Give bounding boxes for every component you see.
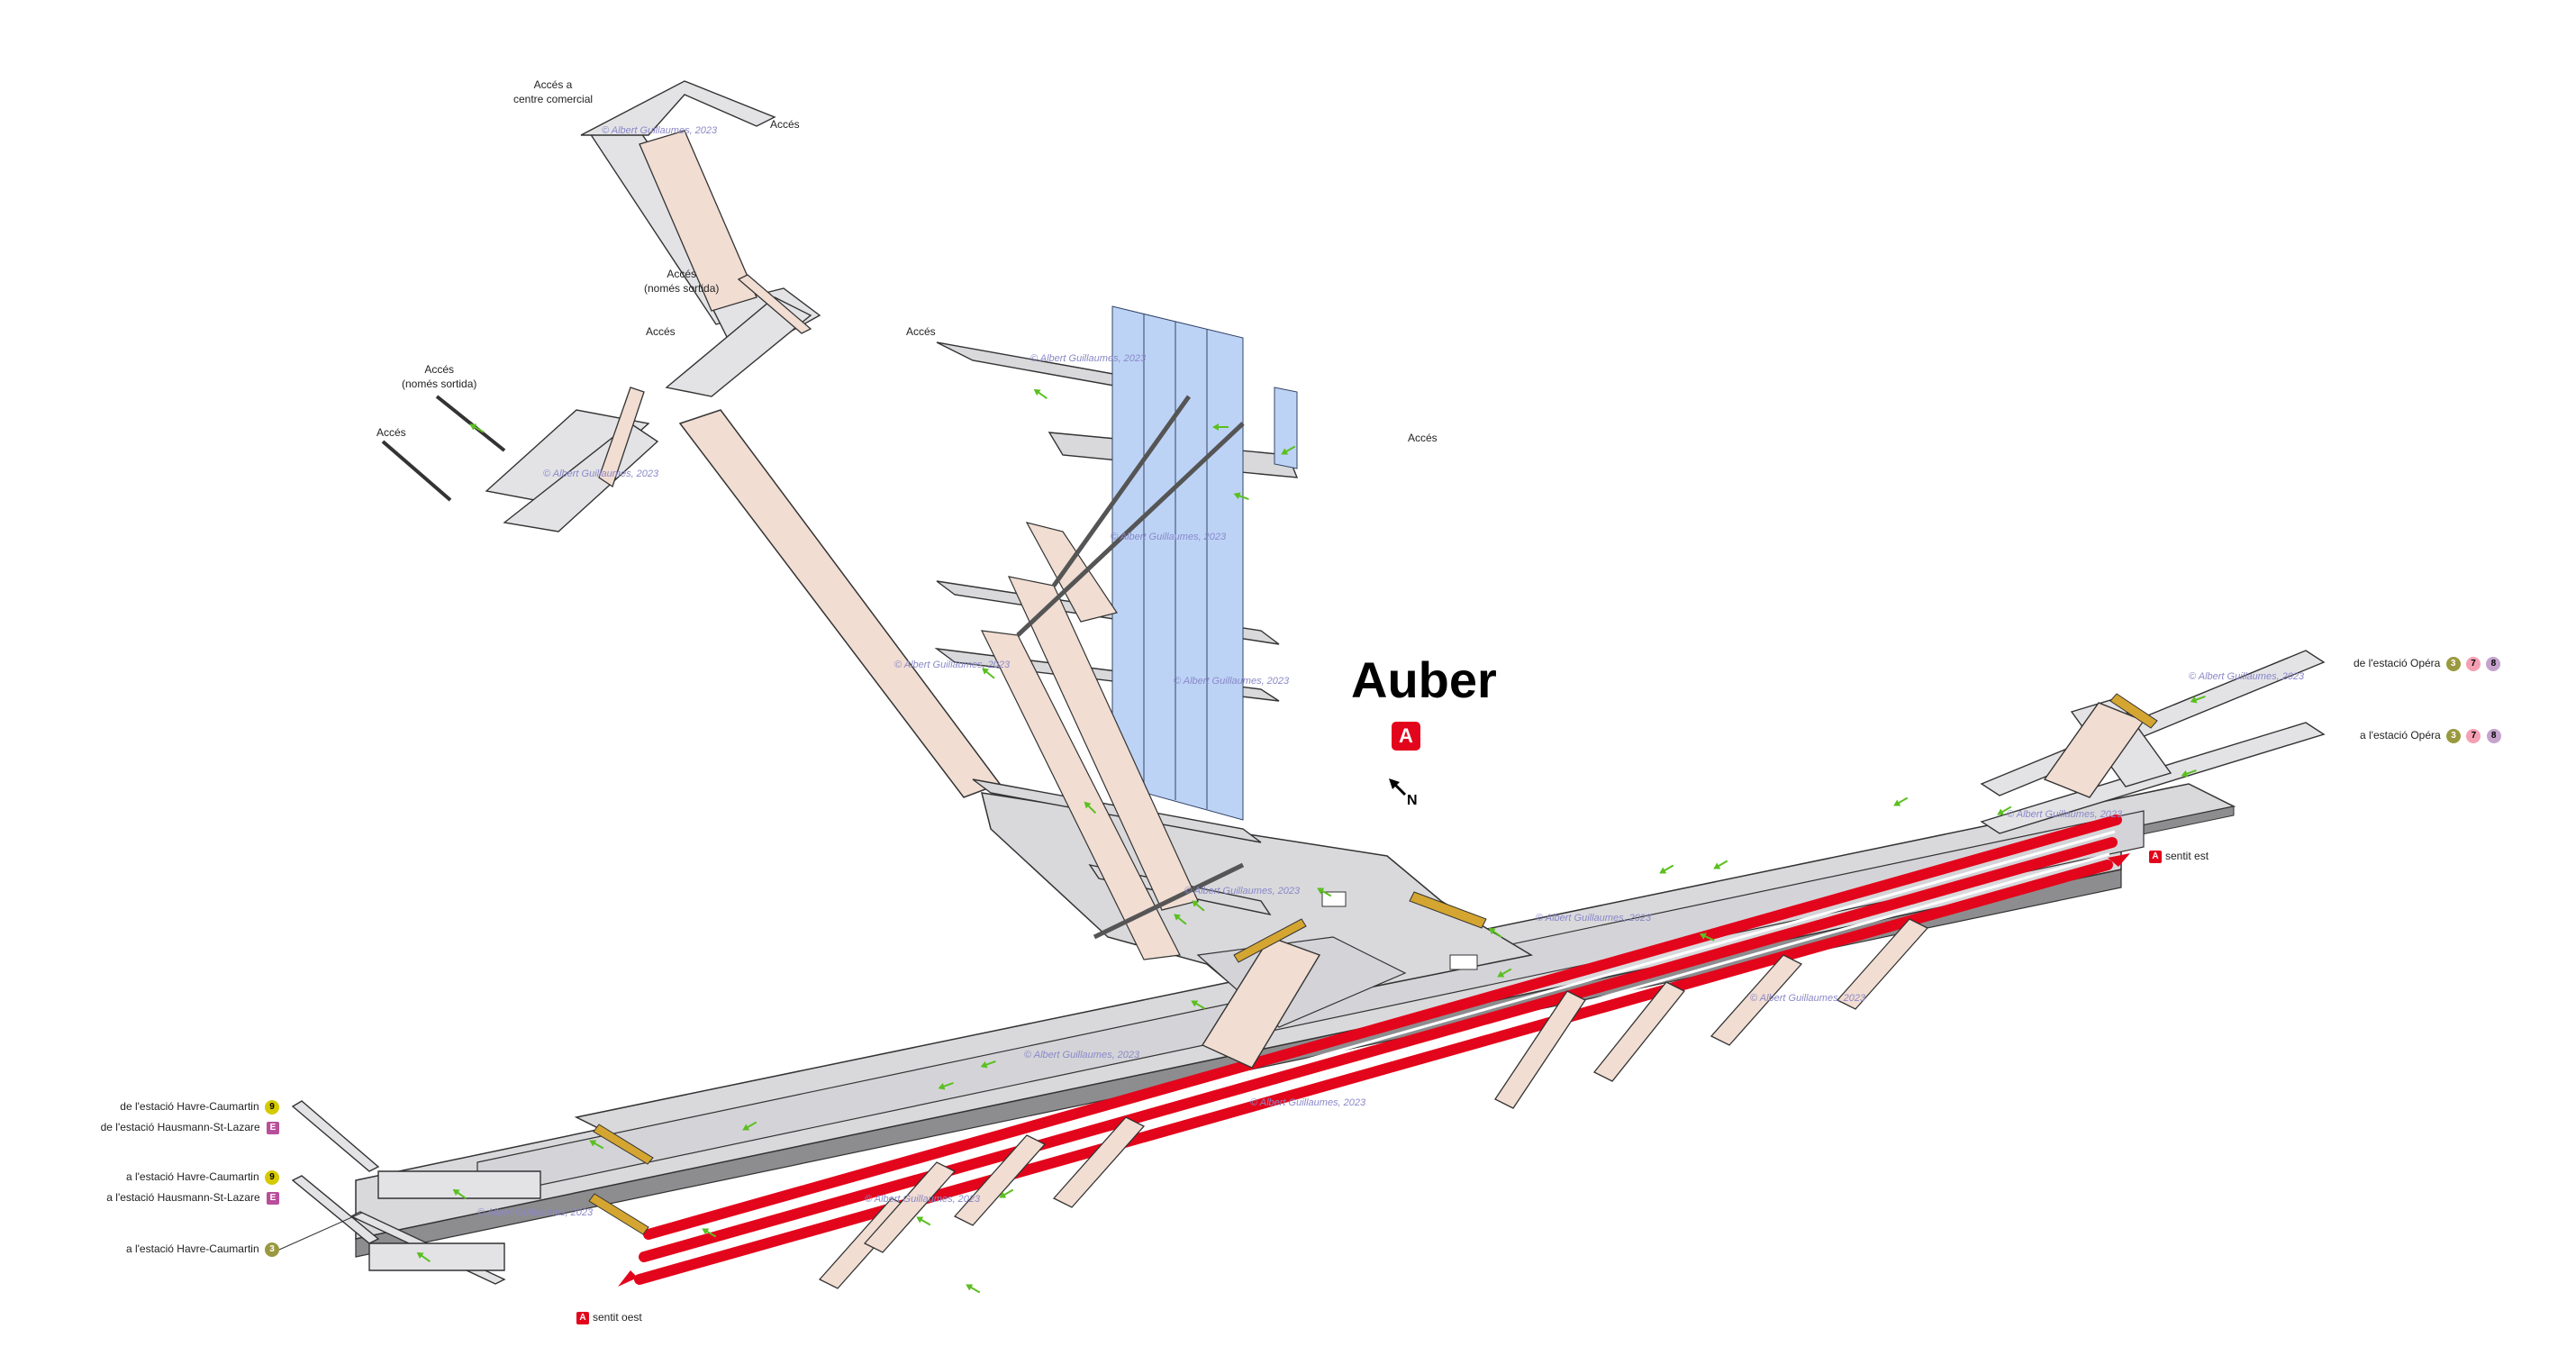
metro-8-badge: 8 [2486, 728, 2501, 743]
metro-3-badge: 3 [2445, 656, 2461, 671]
connection-havre-to-text: a l'estació Havre-Caumartin [125, 1170, 259, 1183]
gate-markers [588, 693, 2158, 1235]
left-access-edges [381, 395, 506, 502]
mezzanine-ramp [1201, 936, 1321, 1069]
watermark: © Albert Guillaumes, 2023 [865, 1194, 981, 1205]
rer-a-small-badge: A [576, 1311, 589, 1324]
watermark: © Albert Guillaumes, 2023 [1111, 532, 1227, 542]
metro-3-badge: 3 [2446, 728, 2462, 743]
tower-rails [1016, 395, 1245, 940]
north-label: N [1407, 793, 1418, 808]
watermark: © Albert Guillaumes, 2023 [1750, 993, 1866, 1004]
label-acces-sortida-2: Accés (només sortida) [402, 363, 477, 390]
watermark: © Albert Guillaumes, 2023 [477, 1207, 594, 1218]
label-acces-centre-comercial: Accés a centre comercial [513, 78, 594, 105]
rer-e-badge: E [267, 1121, 279, 1134]
connections-from-left: de l'estació Havre-Caumartin 9 de l'esta… [63, 1099, 279, 1134]
label-acces-sortida-1: Accés (només sortida) [644, 268, 720, 295]
metro-7-badge: 7 [2466, 656, 2481, 671]
metro-8-badge: 8 [2486, 656, 2501, 671]
connection-havre-to-3: a l'estació Havre-Caumartin 3 [63, 1242, 279, 1257]
watermark: © Albert Guillaumes, 2023 [1184, 886, 1301, 896]
metro-9-badge: 9 [265, 1169, 279, 1185]
rer-a-small-badge: A [2149, 850, 2162, 863]
watermark: © Albert Guillaumes, 2023 [1024, 1050, 1140, 1060]
watermark: © Albert Guillaumes, 2023 [894, 660, 1011, 670]
watermark: © Albert Guillaumes, 2023 [543, 469, 659, 479]
label-acces-left: Accés [376, 426, 406, 439]
connection-opera-from-text: de l'estació Opéra [2354, 657, 2441, 669]
rer-e-badge: E [267, 1191, 279, 1205]
metro-7-badge: 7 [2466, 728, 2481, 743]
lift-shaft [1111, 305, 1298, 821]
tower-stairs [980, 522, 1199, 960]
connections-to-left: a l'estació Havre-Caumartin 9 a l'estaci… [63, 1169, 279, 1205]
north-arrow-icon [1389, 778, 1407, 796]
direction-east-text: sentit est [2165, 850, 2209, 862]
watermark: © Albert Guillaumes, 2023 [1030, 353, 1147, 364]
watermark: © Albert Guillaumes, 2023 [1174, 676, 1290, 687]
left-access-stairs [598, 130, 812, 488]
rer-a-badge: A [1392, 722, 1420, 751]
connection-havre-from-text: de l'estació Havre-Caumartin [120, 1100, 259, 1113]
watermark: © Albert Guillaumes, 2023 [1536, 913, 1652, 924]
watermark: © Albert Guillaumes, 2023 [602, 125, 718, 136]
label-acces-centerleft: Accés [906, 325, 936, 338]
metro-3-badge: 3 [265, 1242, 279, 1257]
connection-opera-to: a l'estació Opéra 3 7 8 [2360, 728, 2501, 743]
connection-hausmann-from-text: de l'estació Hausmann-St-Lazare [100, 1120, 260, 1133]
connection-havre-to-3-text: a l'estació Havre-Caumartin [125, 1242, 259, 1255]
direction-west-text: sentit oest [593, 1311, 642, 1324]
connection-hausmann-to-text: a l'estació Hausmann-St-Lazare [106, 1190, 260, 1204]
watermark: © Albert Guillaumes, 2023 [2007, 809, 2123, 820]
watermark: © Albert Guillaumes, 2023 [2189, 671, 2305, 682]
station-title: Auber [1351, 651, 1497, 708]
label-acces-top: Accés [770, 118, 800, 131]
left-corridors [291, 1100, 541, 1285]
connection-opera-to-text: a l'estació Opéra [2360, 729, 2441, 742]
watermark: © Albert Guillaumes, 2023 [1250, 1097, 1366, 1108]
metro-9-badge: 9 [265, 1099, 279, 1115]
connection-opera-from: de l'estació Opéra 3 7 8 [2354, 656, 2501, 671]
label-acces-mid: Accés [646, 325, 676, 338]
track-crossing-stairs [818, 918, 1929, 1289]
label-acces-right: Accés [1408, 432, 1438, 444]
